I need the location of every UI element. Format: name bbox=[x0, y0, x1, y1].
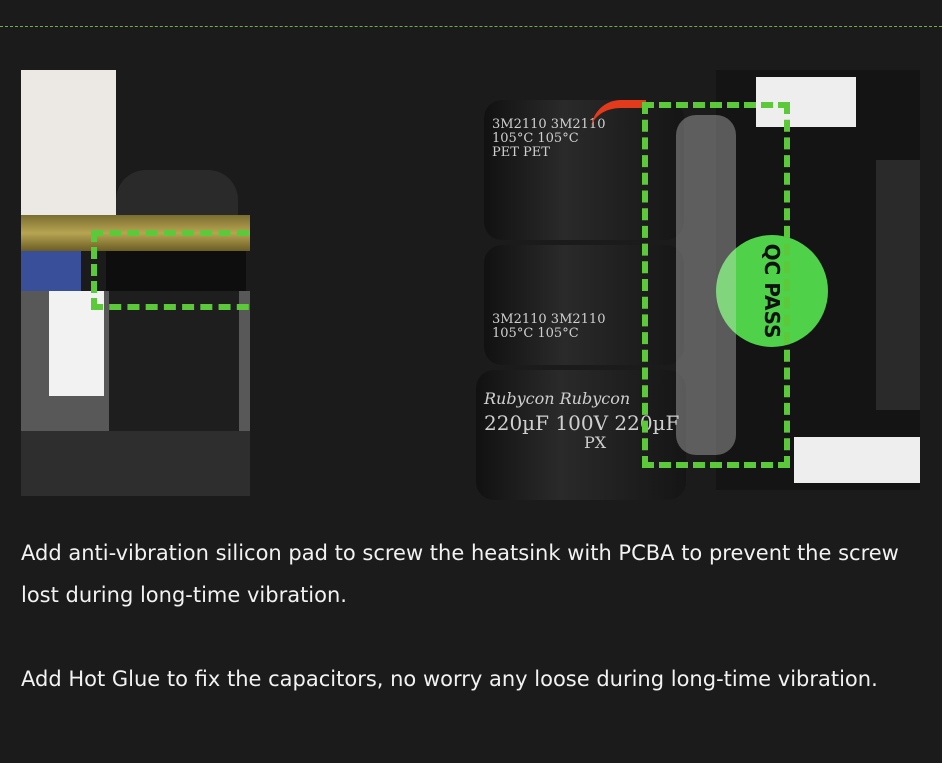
screw-body bbox=[109, 291, 239, 431]
chip bbox=[876, 160, 920, 410]
paragraph-hot-glue: Add Hot Glue to fix the capacitors, no w… bbox=[21, 667, 878, 691]
hot-glue bbox=[676, 115, 736, 455]
paragraph-silicon-pad: Add anti-vibration silicon pad to screw … bbox=[21, 541, 899, 607]
highlight-box bbox=[642, 102, 790, 468]
silicon-pad bbox=[106, 251, 246, 291]
connector-bottom bbox=[794, 437, 920, 483]
blue-component bbox=[21, 251, 81, 291]
heatsink-base bbox=[21, 431, 250, 496]
highlight-box bbox=[91, 230, 250, 310]
connector-block bbox=[21, 70, 116, 215]
silicon-pad-photo bbox=[21, 70, 250, 496]
red-wire bbox=[591, 100, 646, 163]
section-divider bbox=[0, 26, 942, 27]
